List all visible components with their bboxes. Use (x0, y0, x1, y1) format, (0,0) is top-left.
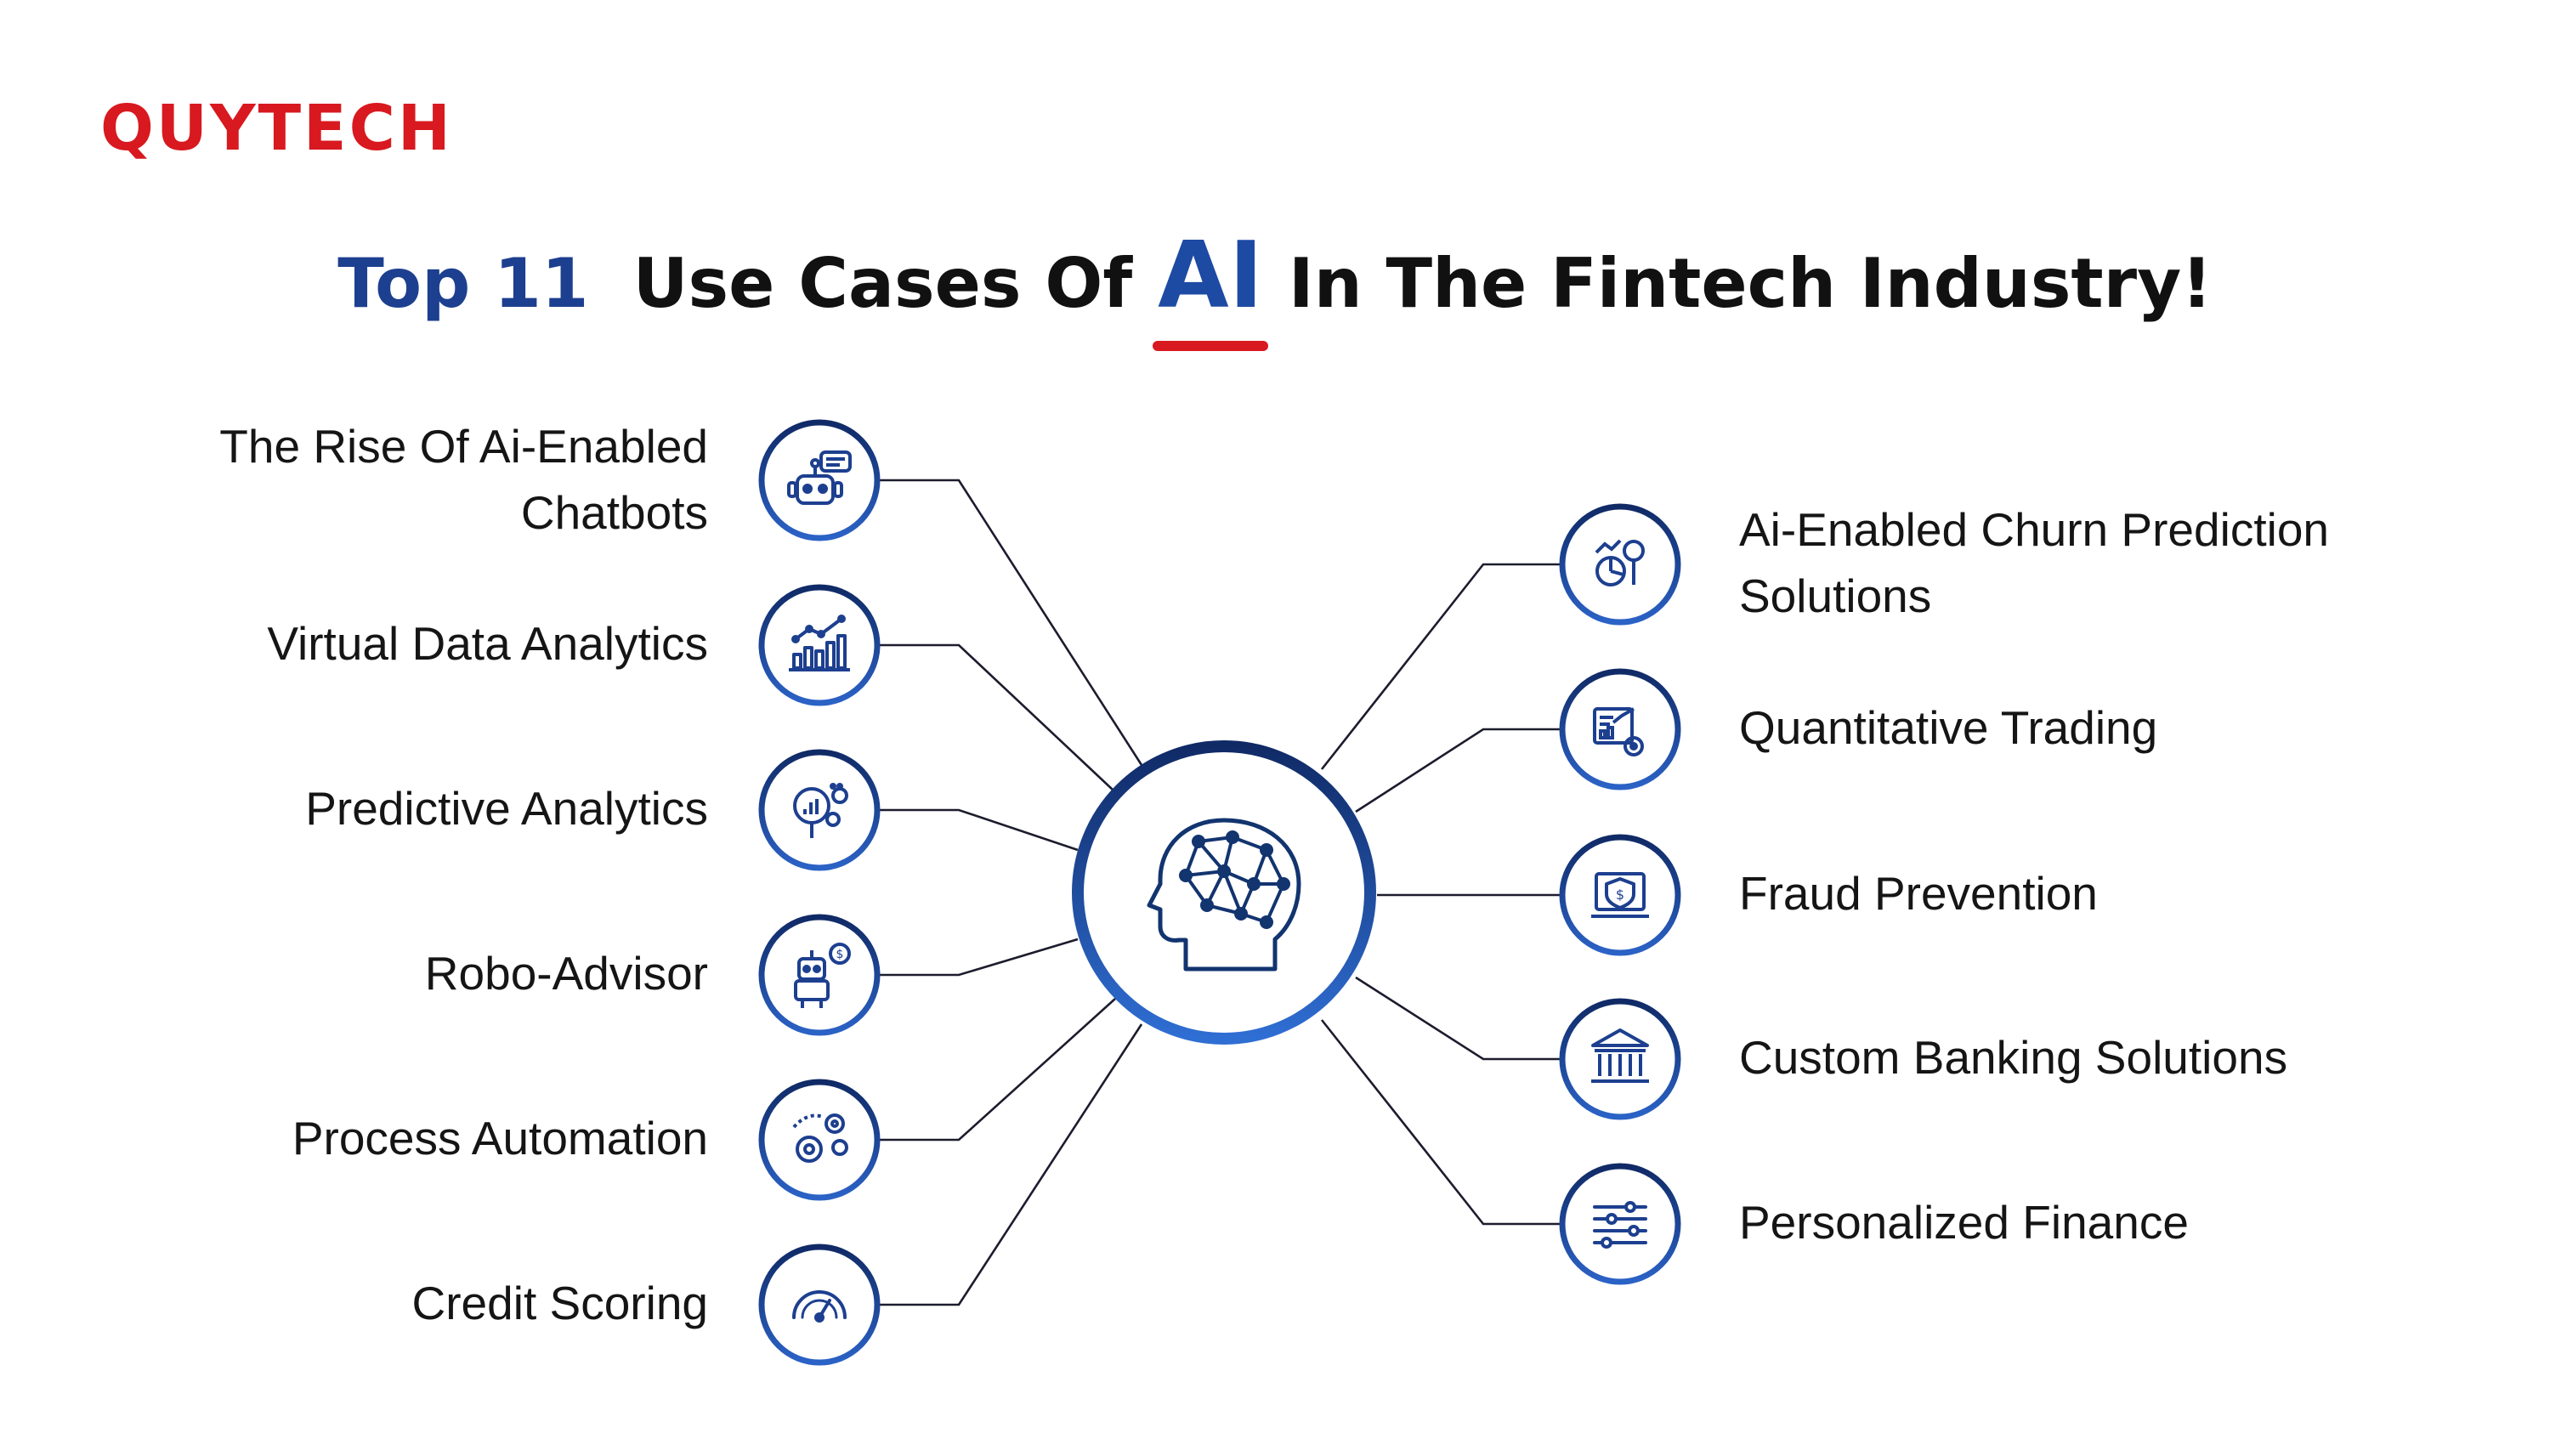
page-title: Top 11 Use Cases Of AI In The Fintech Indus… (0, 223, 2550, 351)
connector-custom-banking (1355, 976, 1560, 1061)
title-text-2: In The Fintech Industry! (1288, 244, 2213, 323)
connector-predictive-analytics (880, 808, 1079, 852)
label-chatbots-line2: Chatbots (520, 486, 708, 539)
connector-chatbots (880, 479, 1143, 766)
connectors-left (880, 479, 1143, 1306)
label-custom-banking: Custom Banking Solutions (1739, 1031, 2288, 1084)
sliders-icon (1593, 1201, 1647, 1249)
label-process-automation: Process Automation (292, 1112, 708, 1164)
title-count: Top 11 (337, 244, 589, 323)
connector-credit-scoring (880, 1023, 1143, 1306)
label-churn-prediction-line1: Ai-Enabled Churn Prediction (1739, 503, 2329, 556)
node-robo-advisor: $ (758, 914, 881, 1036)
connector-virtual-data-analytics (880, 643, 1114, 791)
label-fraud-prevention: Fraud Prevention (1739, 867, 2098, 920)
node-process-automation (758, 1079, 881, 1201)
trading-chart-icon (1593, 707, 1644, 756)
label-virtual-data-analytics: Virtual Data Analytics (267, 617, 708, 670)
churn-prediction-icon (1595, 539, 1645, 586)
node-custom-banking (1559, 998, 1681, 1120)
robot-dollar-icon: $ (794, 943, 851, 1008)
connector-robo-advisor (880, 938, 1079, 977)
label-quantitative-trading: Quantitative Trading (1739, 701, 2158, 754)
connector-churn-prediction (1320, 563, 1560, 770)
node-chatbots (758, 419, 881, 541)
node-predictive-analytics (758, 749, 881, 871)
bank-icon (1591, 1028, 1649, 1083)
connector-quantitative-trading (1355, 728, 1560, 813)
connector-personalized-finance (1320, 1019, 1560, 1226)
label-chatbots-line1: The Rise Of Ai-Enabled (219, 420, 708, 473)
label-chatbots: The Rise Of Ai-Enabled Chatbots (219, 413, 708, 546)
title-ai-highlight: AI (1153, 223, 1268, 351)
node-credit-scoring (758, 1244, 881, 1366)
connector-process-automation (880, 998, 1116, 1142)
node-quantitative-trading (1559, 668, 1681, 790)
gears-icon (792, 1113, 848, 1163)
node-virtual-data-analytics (758, 584, 881, 706)
chatbot-icon (787, 450, 852, 505)
bar-chart-trend-icon (789, 615, 850, 671)
label-credit-scoring: Credit Scoring (411, 1277, 708, 1329)
title-text-1: Use Cases Of (632, 244, 1133, 323)
node-personalized-finance (1559, 1163, 1681, 1285)
gauge-icon (792, 1290, 847, 1323)
connectors-right (1320, 563, 1560, 1226)
shield-dollar-icon: $ (1591, 872, 1649, 918)
svg-text:$: $ (1616, 887, 1624, 903)
label-churn-prediction: Ai-Enabled Churn Prediction Solutions (1739, 496, 2329, 629)
label-robo-advisor: Robo-Advisor (424, 947, 708, 1000)
node-churn-prediction (1559, 503, 1681, 626)
label-churn-prediction-line2: Solutions (1739, 569, 1932, 622)
quytech-logo: QUYTECH (100, 92, 453, 165)
ai-brain-head-icon (1147, 818, 1301, 972)
node-fraud-prevention: $ (1559, 834, 1681, 956)
label-predictive-analytics: Predictive Analytics (305, 782, 708, 835)
label-personalized-finance: Personalized Finance (1739, 1196, 2189, 1249)
magnifier-analytics-icon (793, 783, 848, 838)
center-ai-node (1072, 740, 1376, 1045)
svg-text:$: $ (836, 948, 844, 961)
